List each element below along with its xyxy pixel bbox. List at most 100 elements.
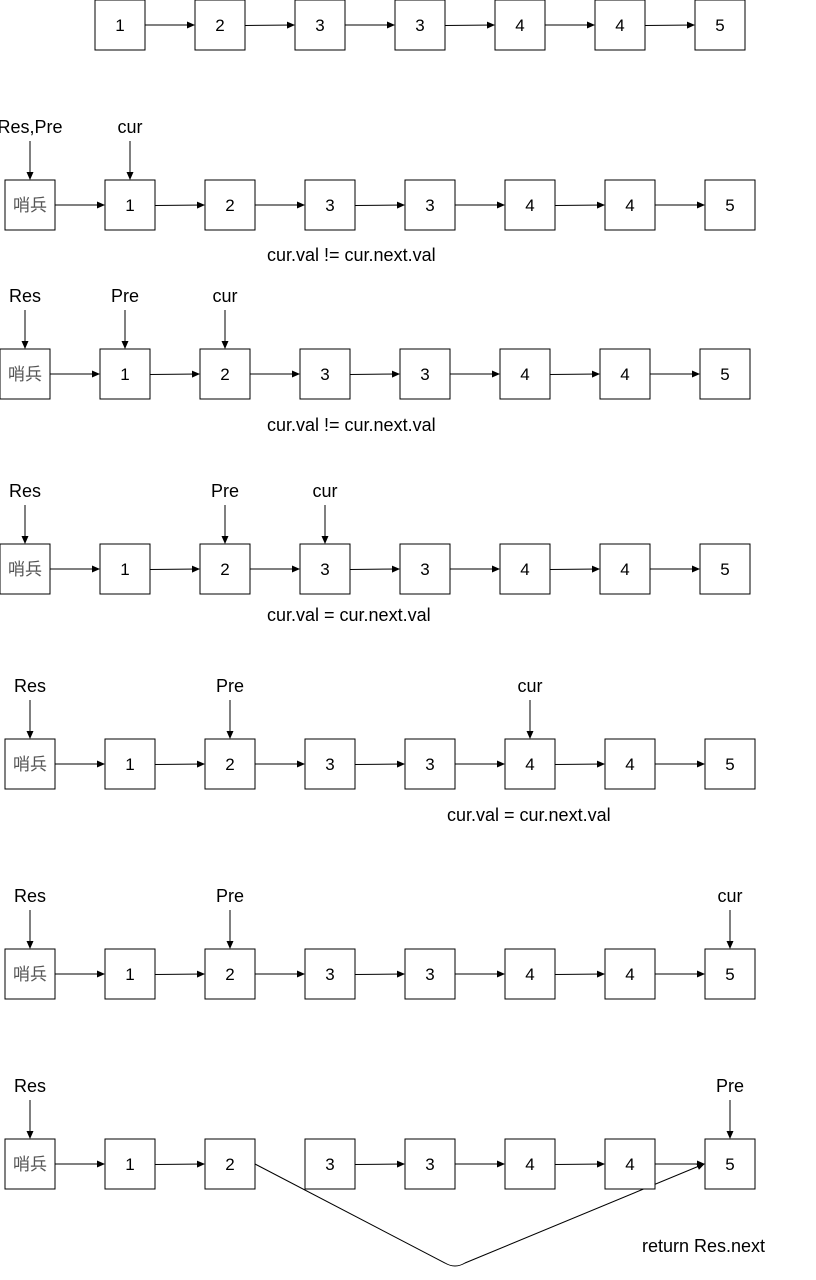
next-link-arrow — [154, 201, 205, 209]
sentinel-node-label: 哨兵 — [13, 1155, 47, 1175]
list-node-box — [604, 948, 656, 1000]
list-node-box — [704, 1138, 756, 1190]
pointer-label-res: Res — [14, 886, 46, 906]
list-node-box — [304, 738, 356, 790]
list-node-box — [394, 0, 446, 51]
list-node-value: 1 — [125, 196, 134, 215]
pointer-label-cur: cur — [517, 676, 542, 696]
list-node-value: 4 — [620, 560, 629, 579]
list-node-box — [399, 543, 451, 595]
list-node-value: 4 — [625, 755, 634, 774]
next-link-arrow — [554, 1160, 605, 1168]
next-link-arrow — [549, 565, 600, 573]
list-node-box — [504, 179, 556, 231]
list-node-value: 4 — [625, 196, 634, 215]
sentinel-node-label: 哨兵 — [13, 196, 47, 216]
pointer-label-pre: Pre — [216, 886, 244, 906]
list-node-box — [94, 0, 146, 51]
list-node-box — [104, 738, 156, 790]
list-node-box — [299, 543, 351, 595]
list-node-value: 5 — [720, 560, 729, 579]
condition-text: cur.val != cur.next.val — [267, 415, 436, 435]
sentinel-node-label: 哨兵 — [8, 560, 42, 580]
list-node-value: 2 — [220, 365, 229, 384]
list-node-value: 3 — [415, 16, 424, 35]
list-node-value: 3 — [420, 365, 429, 384]
next-link-arrow — [549, 370, 600, 378]
list-node-value: 3 — [420, 560, 429, 579]
pointer-label-cur: cur — [117, 117, 142, 137]
list-node-value: 4 — [525, 965, 534, 984]
list-node-box — [294, 0, 346, 51]
pointer-label-cur: cur — [312, 481, 337, 501]
list-node-box — [499, 543, 551, 595]
condition-text: cur.val = cur.next.val — [447, 805, 611, 825]
list-node-value: 2 — [225, 1155, 234, 1174]
list-node-value: 1 — [120, 560, 129, 579]
list-node-box — [399, 348, 451, 400]
next-link-arrow — [644, 21, 695, 29]
list-node-box — [304, 948, 356, 1000]
list-node-box — [604, 179, 656, 231]
list-node-box — [104, 179, 156, 231]
list-node-value: 4 — [525, 755, 534, 774]
list-node-value: 1 — [125, 1155, 134, 1174]
list-node-box — [504, 738, 556, 790]
list-node-box — [204, 1138, 256, 1190]
next-link-arrow — [149, 370, 200, 378]
next-link-arrow — [444, 21, 495, 29]
next-link-arrow — [554, 201, 605, 209]
state-row-7: 哨兵1233445ResPrecurreturn Res.next — [4, 1076, 765, 1267]
list-node-box — [494, 0, 546, 51]
list-node-value: 2 — [225, 965, 234, 984]
pointer-label-res: Res — [14, 676, 46, 696]
list-node-value: 4 — [520, 560, 529, 579]
list-node-value: 4 — [520, 365, 529, 384]
list-node-box — [404, 1138, 456, 1190]
list-node-value: 3 — [325, 196, 334, 215]
list-node-value: 3 — [325, 755, 334, 774]
list-node-box — [699, 348, 751, 400]
list-node-box — [404, 179, 456, 231]
pointer-label-res: Res — [14, 1076, 46, 1096]
sentinel-node-box — [0, 543, 51, 595]
list-node-value: 4 — [615, 16, 624, 35]
list-node-box — [104, 948, 156, 1000]
sentinel-node-box — [4, 179, 56, 231]
list-node-value: 5 — [725, 1155, 734, 1174]
next-link-arrow — [354, 760, 405, 768]
list-node-box — [304, 179, 356, 231]
next-link-arrow — [149, 565, 200, 573]
next-link-arrow — [244, 21, 295, 29]
list-node-value: 3 — [425, 965, 434, 984]
list-node-box — [404, 948, 456, 1000]
list-node-value: 3 — [425, 1155, 434, 1174]
sentinel-node-box — [4, 1138, 56, 1190]
list-node-value: 4 — [515, 16, 524, 35]
next-link-arrow — [154, 760, 205, 768]
list-node-value: 5 — [725, 196, 734, 215]
next-link-arrow — [554, 970, 605, 978]
condition-text: cur.val != cur.next.val — [267, 245, 436, 265]
pointer-label-pre: Pre — [211, 481, 239, 501]
list-node-value: 5 — [725, 755, 734, 774]
list-node-value: 1 — [115, 16, 124, 35]
pointer-label-res-pre: Res,Pre — [0, 117, 63, 137]
list-node-value: 4 — [620, 365, 629, 384]
list-node-box — [504, 1138, 556, 1190]
list-node-value: 3 — [325, 965, 334, 984]
next-link-arrow — [349, 565, 400, 573]
pointer-label-pre: Pre — [716, 1076, 744, 1096]
sentinel-node-box — [4, 738, 56, 790]
list-node-box — [704, 179, 756, 231]
list-node-box — [199, 348, 251, 400]
list-node-value: 3 — [315, 16, 324, 35]
pointer-label-pre: Pre — [111, 286, 139, 306]
list-node-value: 2 — [225, 196, 234, 215]
pointer-label-res: Res — [9, 481, 41, 501]
sentinel-node-label: 哨兵 — [13, 755, 47, 775]
